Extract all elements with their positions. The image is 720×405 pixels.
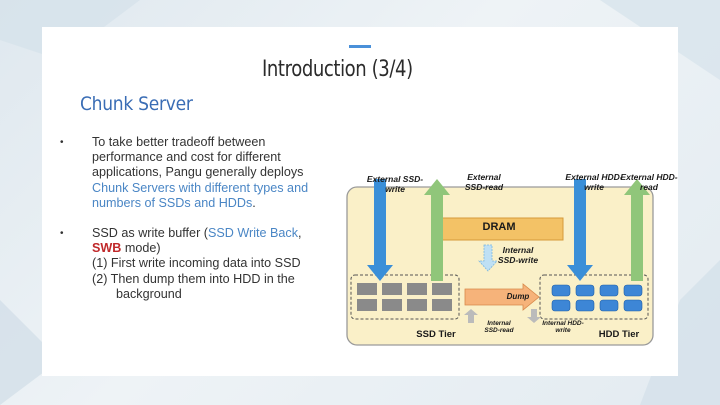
- slide-card: Introduction (3/4) Chunk Server • To tak…: [42, 27, 678, 376]
- external-hdd-write-label: External HDD-write: [565, 172, 623, 192]
- bullet-dot-icon: •: [60, 228, 64, 240]
- external-hdd-write-arrow: [567, 179, 593, 281]
- external-hdd-read-label: External HDD-read: [620, 172, 678, 192]
- bullet-item-tradeoff: • To take better tradeoff between perfor…: [58, 135, 330, 211]
- swb-label: SWB: [92, 241, 122, 256]
- step-1-text: (1) First write incoming data into SSD: [92, 256, 301, 271]
- bullet-list: • To take better tradeoff between perfor…: [58, 135, 330, 317]
- hdd-tier-label: HDD Tier: [598, 329, 640, 340]
- bullet-highlight: Chunk Servers with different types and n…: [92, 180, 309, 210]
- internal-hdd-write-label: Internal HDD-write: [542, 320, 584, 335]
- bullet-dot-icon: •: [60, 137, 64, 148]
- external-hdd-read-arrow: [624, 179, 650, 281]
- bullet-separator: ,: [298, 226, 302, 241]
- title-accent-bar: [349, 45, 371, 48]
- internal-ssd-write-label: Internal SSD-write: [497, 245, 539, 265]
- hdd-disks: [551, 284, 643, 312]
- internal-ssd-write-arrow: [478, 244, 498, 272]
- external-ssd-read-arrow: [424, 179, 450, 281]
- ssd-tier-box: [350, 274, 460, 320]
- slide-title: Introduction (3/4): [262, 57, 413, 82]
- external-ssd-write-label: External SSD-write: [366, 174, 424, 194]
- dump-arrow: [464, 283, 540, 311]
- internal-ssd-read-arrow: [464, 309, 478, 323]
- step-2-text: (2) Then dump them into HDD in the: [92, 271, 295, 286]
- bullet-text: SSD as write buffer (: [92, 226, 208, 241]
- hdd-tier-box: [539, 274, 649, 320]
- step-2-continuation: background: [116, 286, 182, 301]
- dump-label: Dump: [506, 292, 530, 301]
- bullet-text-end: mode): [121, 241, 161, 256]
- internal-ssd-read-label: Internal SSD-read: [484, 320, 514, 335]
- bullet-highlight: SSD Write Back: [207, 226, 298, 241]
- ssd-blocks: [357, 283, 452, 311]
- chunk-server-diagram: External SSD-write External SSD-read Ext…: [327, 139, 678, 349]
- bullet-text: To take better tradeoff between performa…: [92, 135, 304, 180]
- dram-label: DRAM: [482, 221, 516, 233]
- internal-hdd-write-arrow: [527, 309, 541, 323]
- bullet-text-end: .: [252, 195, 256, 210]
- slide-subtitle: Chunk Server: [80, 93, 193, 115]
- bullet-item-swb: • SSD as write buffer (SSD Write Back, S…: [58, 226, 330, 302]
- ssd-tier-label: SSD Tier: [416, 329, 456, 340]
- external-ssd-read-label: External SSD-read: [464, 172, 504, 192]
- external-ssd-write-arrow: [367, 179, 393, 281]
